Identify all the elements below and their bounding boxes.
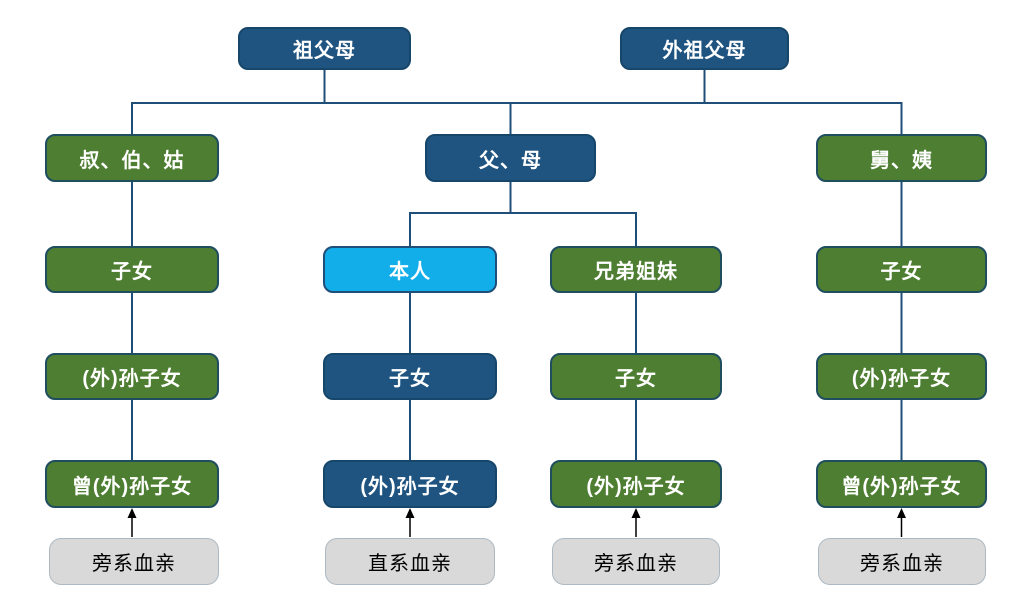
parents-label: 父、母 [479,149,542,172]
self-grandchildren-label: (外)孙子女 [360,475,460,498]
maternal-grandparents-box: 外祖父母 [620,27,789,70]
siblings-children-box: 子女 [550,353,722,400]
maternal-uncles-aunts-box: 舅、姨 [816,134,987,182]
paternal-uncles-children-label: 子女 [111,261,153,283]
arrow-up-icon [127,508,137,518]
collateral-relatives-1-box: 旁系血亲 [49,538,219,585]
self-children-box: 子女 [323,353,497,400]
self-children-label: 子女 [389,368,431,390]
paternal-uncles-aunts-box: 叔、伯、姑 [45,134,219,182]
parents-box: 父、母 [425,134,596,182]
siblings-box: 兄弟姐妹 [550,246,722,293]
collateral-relatives-3-label: 旁系血亲 [860,553,944,575]
collateral-relatives-2-box: 旁系血亲 [552,538,720,585]
paternal-grandparents-label: 祖父母 [293,40,356,62]
collateral-relatives-3-box: 旁系血亲 [818,538,986,585]
maternal-line-great-grandchildren-box: 曾(外)孙子女 [816,460,987,508]
direct-relatives-label: 直系血亲 [368,553,452,575]
maternal-line-grandchildren-box: (外)孙子女 [816,353,987,400]
direct-relatives-box: 直系血亲 [325,538,495,585]
maternal-uncles-children-label: 子女 [880,261,923,283]
maternal-uncles-aunts-label: 舅、姨 [870,149,933,172]
paternal-line-grandchildren-label: (外)孙子女 [82,368,182,390]
self-label: 本人 [389,261,431,283]
arrow-up-icon [405,508,415,518]
siblings-label: 兄弟姐妹 [594,261,678,283]
collateral-relatives-2-label: 旁系血亲 [594,553,678,575]
siblings-grandchildren-box: (外)孙子女 [550,460,722,508]
paternal-uncles-children-box: 子女 [45,246,219,293]
siblings-children-label: 子女 [615,368,657,390]
maternal-grandparents-label: 外祖父母 [662,40,747,62]
paternal-line-great-grandchildren-box: 曾(外)孙子女 [45,460,219,508]
paternal-uncles-aunts-label: 叔、伯、姑 [79,149,185,172]
maternal-uncles-children-box: 子女 [816,246,987,293]
arrow-up-icon [897,508,906,518]
self-box: 本人 [323,246,497,293]
self-grandchildren-box: (外)孙子女 [323,460,497,508]
maternal-line-grandchildren-label: (外)孙子女 [851,368,952,390]
paternal-line-great-grandchildren-label: 曾(外)孙子女 [71,475,193,498]
collateral-relatives-1-label: 旁系血亲 [92,553,176,575]
siblings-grandchildren-label: (外)孙子女 [586,475,686,498]
maternal-line-great-grandchildren-label: 曾(外)孙子女 [841,475,962,498]
arrow-up-icon [631,508,641,518]
paternal-grandparents-box: 祖父母 [238,27,411,70]
paternal-line-grandchildren-box: (外)孙子女 [45,353,219,400]
